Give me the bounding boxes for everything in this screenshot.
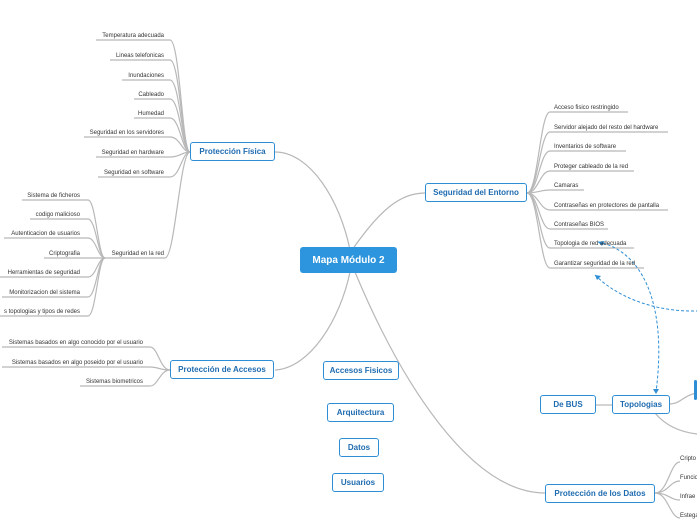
leaf-autenticacion[interactable]: Autenticacion de usuarios [11, 231, 80, 237]
leaf-algo-conocido[interactable]: Sistemas basados en algo conocido por el… [8, 340, 143, 346]
leaf-camaras[interactable]: Camaras [554, 183, 579, 189]
node-proteccion-accesos[interactable]: Protección de Accesos [170, 360, 274, 379]
leaf-sistema-ficheros[interactable]: Sistema de ficheros [27, 193, 80, 199]
leaf-herramientas[interactable]: Herramientas de seguridad [7, 270, 80, 276]
leaf-temperatura[interactable]: Temperatura adecuada [102, 33, 164, 39]
node-usuarios[interactable]: Usuarios [332, 473, 384, 492]
leaf-seg-software[interactable]: Seguridad en software [103, 170, 164, 176]
leaf-topologia-adecuada[interactable]: Topologia de red adecuada [554, 241, 627, 247]
leaf-acceso-fisico[interactable]: Acceso fisico restringido [554, 105, 619, 111]
leaf-cripto[interactable]: Cripto [680, 456, 697, 462]
node-topologias[interactable]: Topologias [612, 395, 670, 414]
leaf-funcio[interactable]: Funcio [680, 475, 697, 481]
leaf-garantizar-seguridad[interactable]: Garantizar seguridad de la red [554, 261, 636, 267]
leaf-monitorizacion[interactable]: Monitorizacion del sistema [9, 290, 80, 296]
node-arquitectura[interactable]: Arquitectura [327, 403, 394, 422]
offscreen-node-edge [694, 380, 697, 400]
leaf-contrasenas-bios[interactable]: Contraseñas BIOS [554, 222, 605, 228]
leaf-biometricos[interactable]: Sistemas biometricos [85, 379, 143, 385]
node-datos[interactable]: Datos [339, 438, 379, 457]
leaf-inundaciones[interactable]: Inundaciones [128, 73, 164, 79]
leaf-servidor-alejado[interactable]: Servidor alejado del resto del hardware [554, 125, 659, 131]
leaf-lineas[interactable]: Lineas telefonicas [115, 53, 164, 59]
leaf-algo-poseido[interactable]: Sistemas basados en algo poseido por el … [11, 360, 143, 366]
leaf-topologias-redes[interactable]: s topologias y tipos de redes [3, 309, 80, 315]
leaf-proteger-cableado[interactable]: Proteger cableado de la red [554, 164, 629, 170]
leaf-seguridad-red[interactable]: Seguridad en la red [111, 251, 164, 257]
leaf-cableado[interactable]: Cableado [138, 92, 164, 98]
node-de-bus[interactable]: De BUS [540, 395, 596, 414]
node-proteccion-datos[interactable]: Protección de los Datos [545, 484, 655, 503]
central-topic[interactable]: Mapa Módulo 2 [300, 247, 397, 273]
node-accesos-fisicos[interactable]: Accesos Fisicos [323, 361, 399, 380]
leaf-codigo-malicioso[interactable]: codigo malicioso [35, 212, 80, 218]
leaf-seg-servidores[interactable]: Seguridad en los servidores [89, 130, 164, 136]
leaf-contrasenas-pantalla[interactable]: Contraseñas en protectores de pantalla [554, 203, 660, 209]
node-seguridad-entorno[interactable]: Seguridad del Entorno [425, 183, 527, 202]
leaf-seg-hardware[interactable]: Seguridad en hardware [101, 150, 164, 156]
node-proteccion-fisica[interactable]: Protección Física [190, 142, 275, 161]
leaf-criptografia[interactable]: Criptografia [48, 251, 80, 257]
leaf-humedad[interactable]: Humedad [137, 111, 164, 117]
leaf-estega[interactable]: Estega [680, 513, 697, 519]
leaf-inventarios[interactable]: Inventarios de software [554, 144, 617, 150]
leaf-infrae[interactable]: Infrae [680, 494, 696, 500]
